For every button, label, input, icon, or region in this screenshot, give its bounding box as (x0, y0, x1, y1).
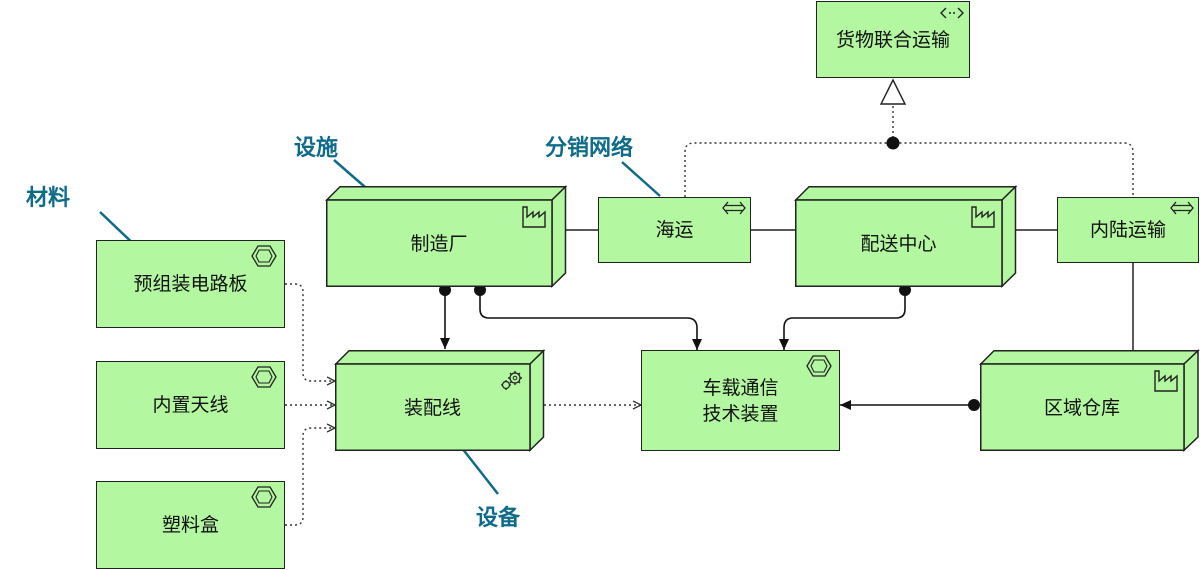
assign-factory-telematics (479, 290, 702, 350)
callout-facilities: 设施 (294, 136, 339, 161)
path-intermodal-freight-label: 货物联合运输 (835, 28, 950, 51)
material-builtin-antenna-label: 内置天线 (152, 394, 229, 416)
bidirectional-arrow-icon (1170, 201, 1194, 215)
path-icon (940, 7, 964, 19)
junction-dot (886, 136, 900, 150)
factory-icon (1154, 370, 1178, 392)
callout-leader-distribution (621, 161, 661, 197)
network-inland-transport[interactable]: 内陆运输 (1057, 197, 1199, 263)
callout-materials: 材料 (26, 186, 71, 211)
facility-factory-label: 制造厂 (410, 232, 468, 255)
callout-distribution-network: 分销网络 (545, 136, 634, 161)
flow-pcb-assembly (285, 283, 335, 381)
material-telematics-device-label-line1: 车载通信 (702, 376, 779, 399)
factory-icon (522, 206, 546, 228)
equipment-assembly-line[interactable]: 装配线 (333, 348, 546, 453)
material-hexagon-icon (251, 366, 277, 388)
flow-plasticbox-assembly (285, 428, 335, 526)
facility-factory[interactable]: 制造厂 (324, 184, 568, 289)
material-hexagon-icon (806, 355, 832, 377)
equipment-assembly-line-label: 装配线 (403, 396, 461, 419)
network-sea-transport[interactable]: 海运 (598, 197, 751, 263)
network-inland-transport-label: 内陆运输 (1089, 219, 1166, 241)
facility-distribution-center[interactable]: 配送中心 (793, 184, 1018, 289)
network-sea-transport-label: 海运 (655, 219, 694, 241)
path-intermodal-freight[interactable]: 货物联合运输 (816, 1, 970, 78)
material-hexagon-icon (251, 245, 277, 267)
facility-regional-warehouse-label: 区域仓库 (1043, 396, 1120, 419)
facility-distribution-center-label: 配送中心 (860, 232, 937, 255)
facility-regional-warehouse[interactable]: 区域仓库 (978, 349, 1200, 452)
material-telematics-device-label-line2: 技术装置 (702, 402, 779, 425)
realization-triangle (879, 78, 907, 105)
material-prefab-pcb-label: 预组装电路板 (133, 273, 248, 295)
assign-distribution-telematics (779, 290, 906, 350)
material-plastic-box-label: 塑料盒 (161, 514, 219, 536)
gears-icon (501, 371, 522, 390)
factory-icon (971, 206, 995, 228)
material-plastic-box[interactable]: 塑料盒 (96, 481, 285, 569)
material-hexagon-icon (251, 486, 277, 508)
bidirectional-arrow-icon (722, 201, 746, 215)
realization-path (684, 142, 1134, 197)
assign-warehouse-telematics-dot (968, 399, 980, 411)
callout-equipment: 设备 (476, 506, 521, 531)
